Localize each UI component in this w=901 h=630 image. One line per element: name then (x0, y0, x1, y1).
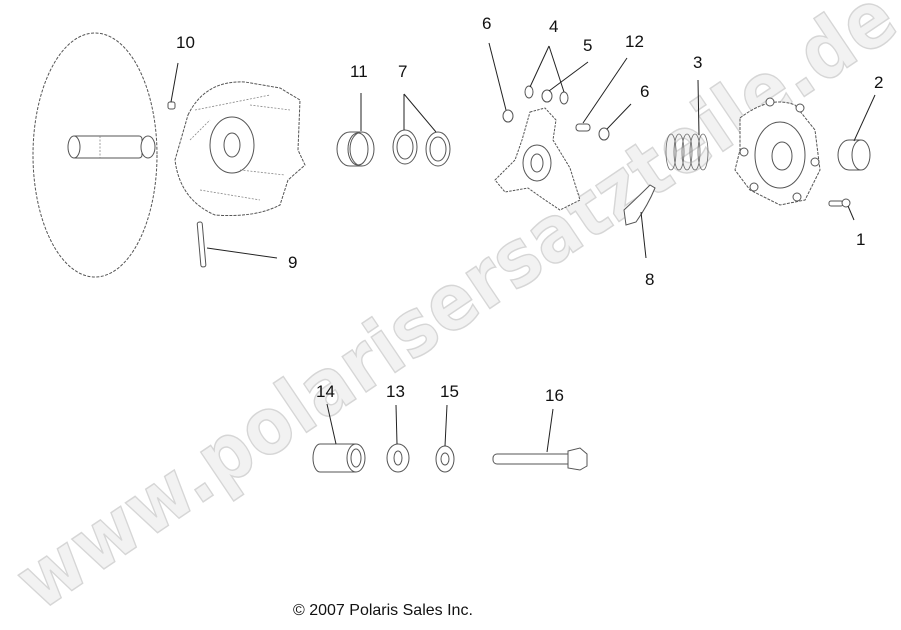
pin-part-9 (196, 221, 207, 268)
callout-9: 9 (288, 253, 297, 272)
callout-13: 13 (386, 382, 405, 401)
callout-10: 10 (176, 33, 195, 52)
cover-part (734, 97, 821, 206)
seal-part-7 (392, 129, 451, 167)
callout-14: 14 (316, 382, 335, 401)
callout-1: 1 (856, 230, 865, 249)
bolt-part-16 (492, 447, 588, 471)
roller-part-6a (502, 109, 514, 123)
callout-labels: 10 9 11 7 6 4 5 12 6 3 2 1 8 14 13 15 16 (176, 14, 883, 405)
callout-11: 11 (350, 62, 368, 81)
copyright-text: © 2007 Polaris Sales Inc. (293, 602, 473, 619)
callout-6b: 6 (640, 82, 649, 101)
bolt-part-1 (828, 198, 851, 208)
spacer-part-14 (312, 443, 366, 473)
callout-6a: 6 (482, 14, 491, 33)
roller-part-6b (598, 127, 610, 141)
cam-arm-part-8 (623, 184, 656, 226)
bushing-part-2 (837, 139, 871, 171)
callout-3: 3 (693, 53, 702, 72)
callout-4: 4 (549, 17, 558, 36)
callout-7: 7 (398, 62, 407, 81)
callout-12: 12 (625, 32, 644, 51)
nut-part-10 (167, 101, 176, 110)
callout-2: 2 (874, 73, 883, 92)
leader-lines (170, 42, 876, 453)
washer-part-13 (386, 443, 410, 473)
bushing-part-4-5 (524, 85, 569, 105)
callout-5: 5 (583, 36, 592, 55)
callout-15: 15 (440, 382, 459, 401)
bushing-part-11 (336, 131, 375, 167)
callout-8: 8 (645, 270, 654, 289)
pin-part-12 (575, 123, 591, 132)
spider-part (494, 107, 581, 211)
movable-sheave-part (174, 81, 306, 217)
spring-part-3 (665, 133, 709, 171)
washer-part-15 (435, 445, 455, 473)
fixed-sheave-part (32, 32, 158, 278)
callout-16: 16 (545, 386, 564, 405)
